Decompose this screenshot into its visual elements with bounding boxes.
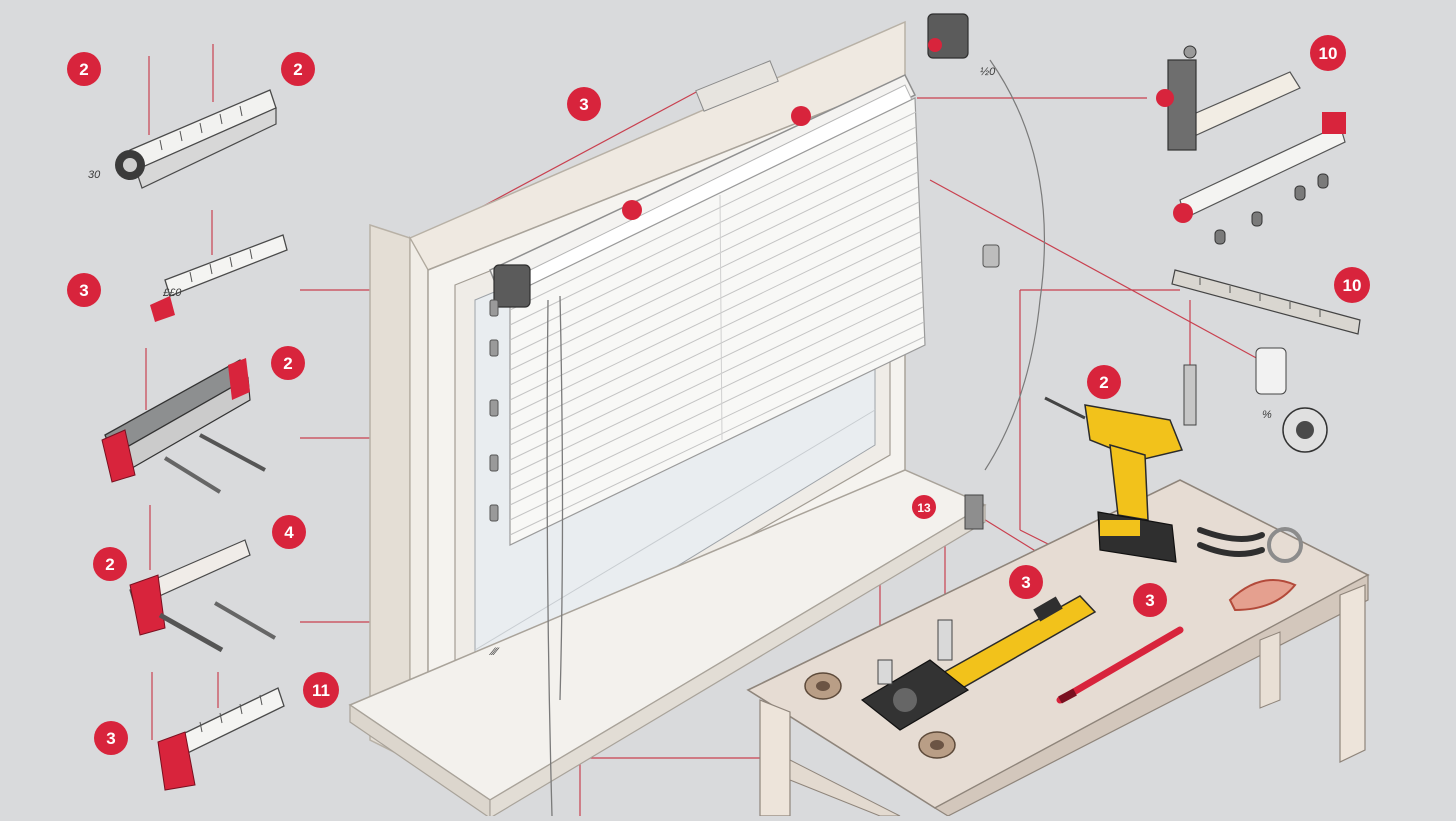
- svg-text:2: 2: [105, 555, 114, 574]
- mounting-rail: [1167, 45, 1346, 245]
- svg-text:13: 13: [917, 501, 931, 515]
- callout-marker: 4: [272, 515, 306, 549]
- left-bracket-icon: [493, 264, 531, 308]
- svg-text:11: 11: [312, 681, 330, 700]
- svg-text:3: 3: [1145, 591, 1154, 610]
- callout-marker: 3: [94, 721, 128, 755]
- level-icon: [860, 595, 1097, 731]
- hanger-tag: ½0: [980, 66, 996, 78]
- callout-marker: 2: [93, 547, 127, 581]
- callout-marker: 3: [1009, 565, 1043, 599]
- svg-text:10: 10: [1343, 276, 1362, 295]
- callout-marker: 10: [1310, 35, 1346, 71]
- callouts: 2 2 3 3 2 4 2 11 3 10 10 2 3 3 13: [67, 35, 1370, 755]
- svg-text:2: 2: [283, 354, 292, 373]
- rail-part-2: [150, 234, 288, 322]
- callout-marker: 3: [67, 273, 101, 307]
- callout-marker: 13: [912, 495, 936, 519]
- svg-text:10: 10: [1319, 44, 1338, 63]
- marker-dot: [791, 106, 811, 126]
- svg-text:3: 3: [1021, 573, 1030, 592]
- svg-text:2: 2: [79, 60, 88, 79]
- callout-marker: 3: [1133, 583, 1167, 617]
- callout-marker: 2: [1087, 365, 1121, 399]
- svg-text:3: 3: [579, 95, 588, 114]
- side-clips: [489, 299, 499, 522]
- svg-text:3: 3: [106, 729, 115, 748]
- left-parts: [101, 89, 288, 791]
- window-assembly: [348, 13, 1046, 820]
- cord-tag: %: [1262, 409, 1272, 421]
- callout-marker: 11: [303, 672, 339, 708]
- callout-marker: 10: [1334, 267, 1370, 303]
- bracket-tag: 30: [88, 169, 101, 181]
- screwdriver-icon: [1056, 626, 1184, 704]
- small-labels: 30 ½0 ££0 % ⁄⁄⁄: [88, 66, 1272, 658]
- marker-dot: [622, 200, 642, 220]
- rail-part-4: [129, 539, 277, 653]
- callout-marker: 2: [271, 346, 305, 380]
- callout-marker: 2: [67, 52, 101, 86]
- drill-icon: [1044, 396, 1184, 563]
- svg-text:2: 2: [1099, 373, 1108, 392]
- rail-part-3: [101, 358, 266, 494]
- tools: [804, 396, 1303, 759]
- marker-dot: [1156, 89, 1174, 107]
- sill-tag: ⁄⁄⁄: [489, 646, 501, 658]
- fittings: [804, 672, 956, 759]
- svg-text:3: 3: [79, 281, 88, 300]
- svg-text:4: 4: [284, 523, 294, 542]
- blind-slats: [509, 111, 925, 536]
- callout-marker: 3: [567, 87, 601, 121]
- rail-part-1: [115, 89, 277, 189]
- svg-text:2: 2: [293, 60, 302, 79]
- right-parts: [1167, 45, 1361, 453]
- rail-part-5: [157, 687, 285, 791]
- callout-marker: 2: [281, 52, 315, 86]
- tape-measure-icon: [1171, 269, 1361, 453]
- top-tag: ££0: [162, 287, 182, 299]
- pliers-icon: [1197, 527, 1303, 612]
